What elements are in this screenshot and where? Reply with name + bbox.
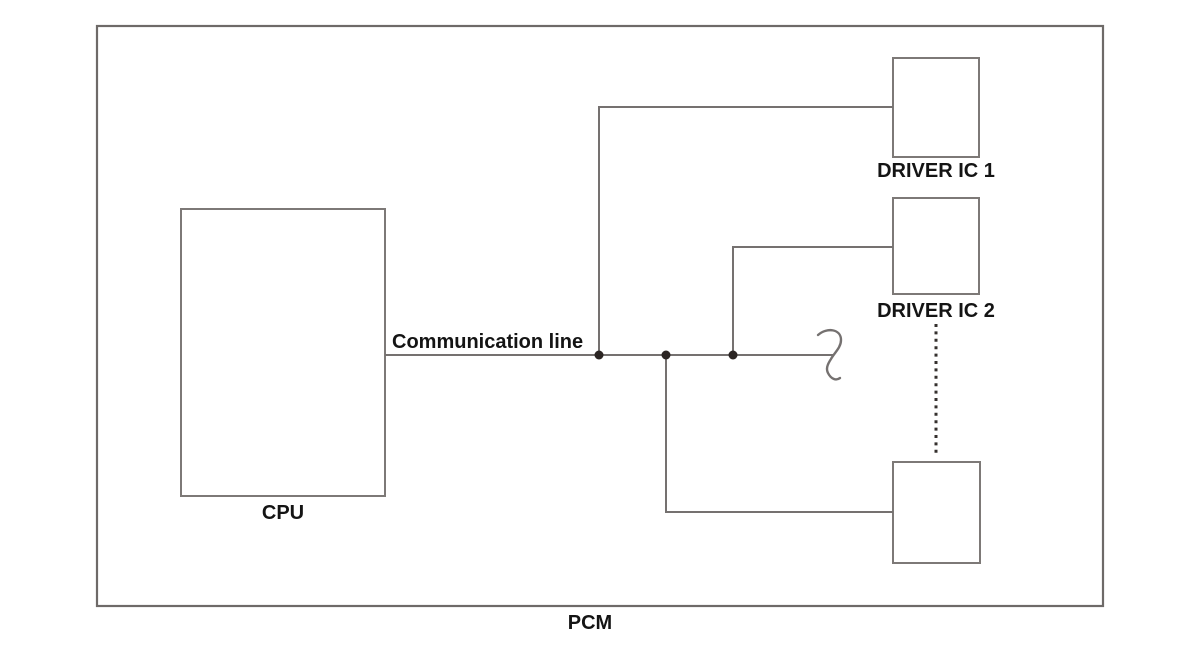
pcm-label: PCM xyxy=(567,612,613,634)
communication-line-label: Communication line xyxy=(392,331,584,353)
branch-line-driver-ic-n xyxy=(665,355,893,513)
cpu-label: CPU xyxy=(261,502,305,524)
junction-dot-1 xyxy=(594,350,604,360)
branch-line-driver-ic-2 xyxy=(732,246,893,355)
pcm-boundary-box xyxy=(95,24,1105,608)
line-break-icon xyxy=(816,328,843,381)
cpu-box xyxy=(180,208,386,497)
driver-ic-1-box xyxy=(892,57,980,158)
driver-ic-2-label: DRIVER IC 2 xyxy=(877,300,995,322)
driver-ic-n-box xyxy=(892,461,981,564)
driver-ic-1-label: DRIVER IC 1 xyxy=(877,160,995,182)
junction-dot-2 xyxy=(661,350,671,360)
branch-line-driver-ic-1 xyxy=(598,106,893,355)
driver-ic-2-box xyxy=(892,197,980,295)
junction-dot-3 xyxy=(728,350,738,360)
